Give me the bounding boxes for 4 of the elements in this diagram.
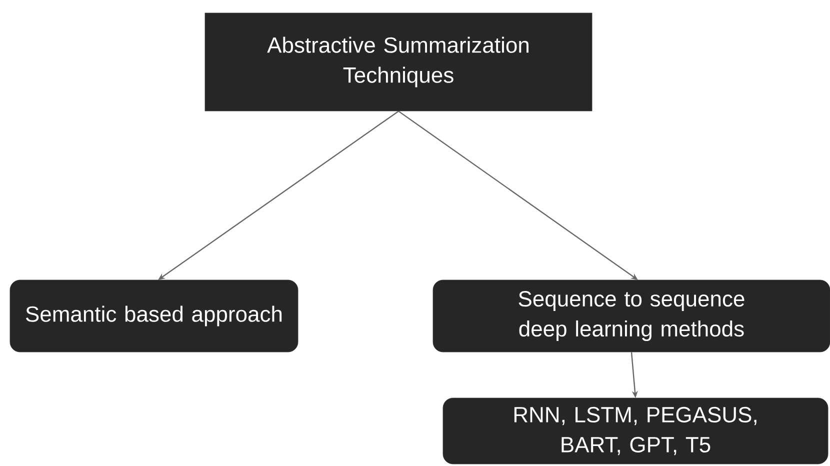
rounded-box: Sequence to sequence deep learning methods xyxy=(432,280,830,352)
title-box: Abstractive Summarization Techniques xyxy=(204,12,592,112)
rounded-box: Semantic based approach xyxy=(10,280,298,352)
rounded-box: RNN, LSTM, PEGASUS, BART, GPT, T5 xyxy=(442,398,828,464)
